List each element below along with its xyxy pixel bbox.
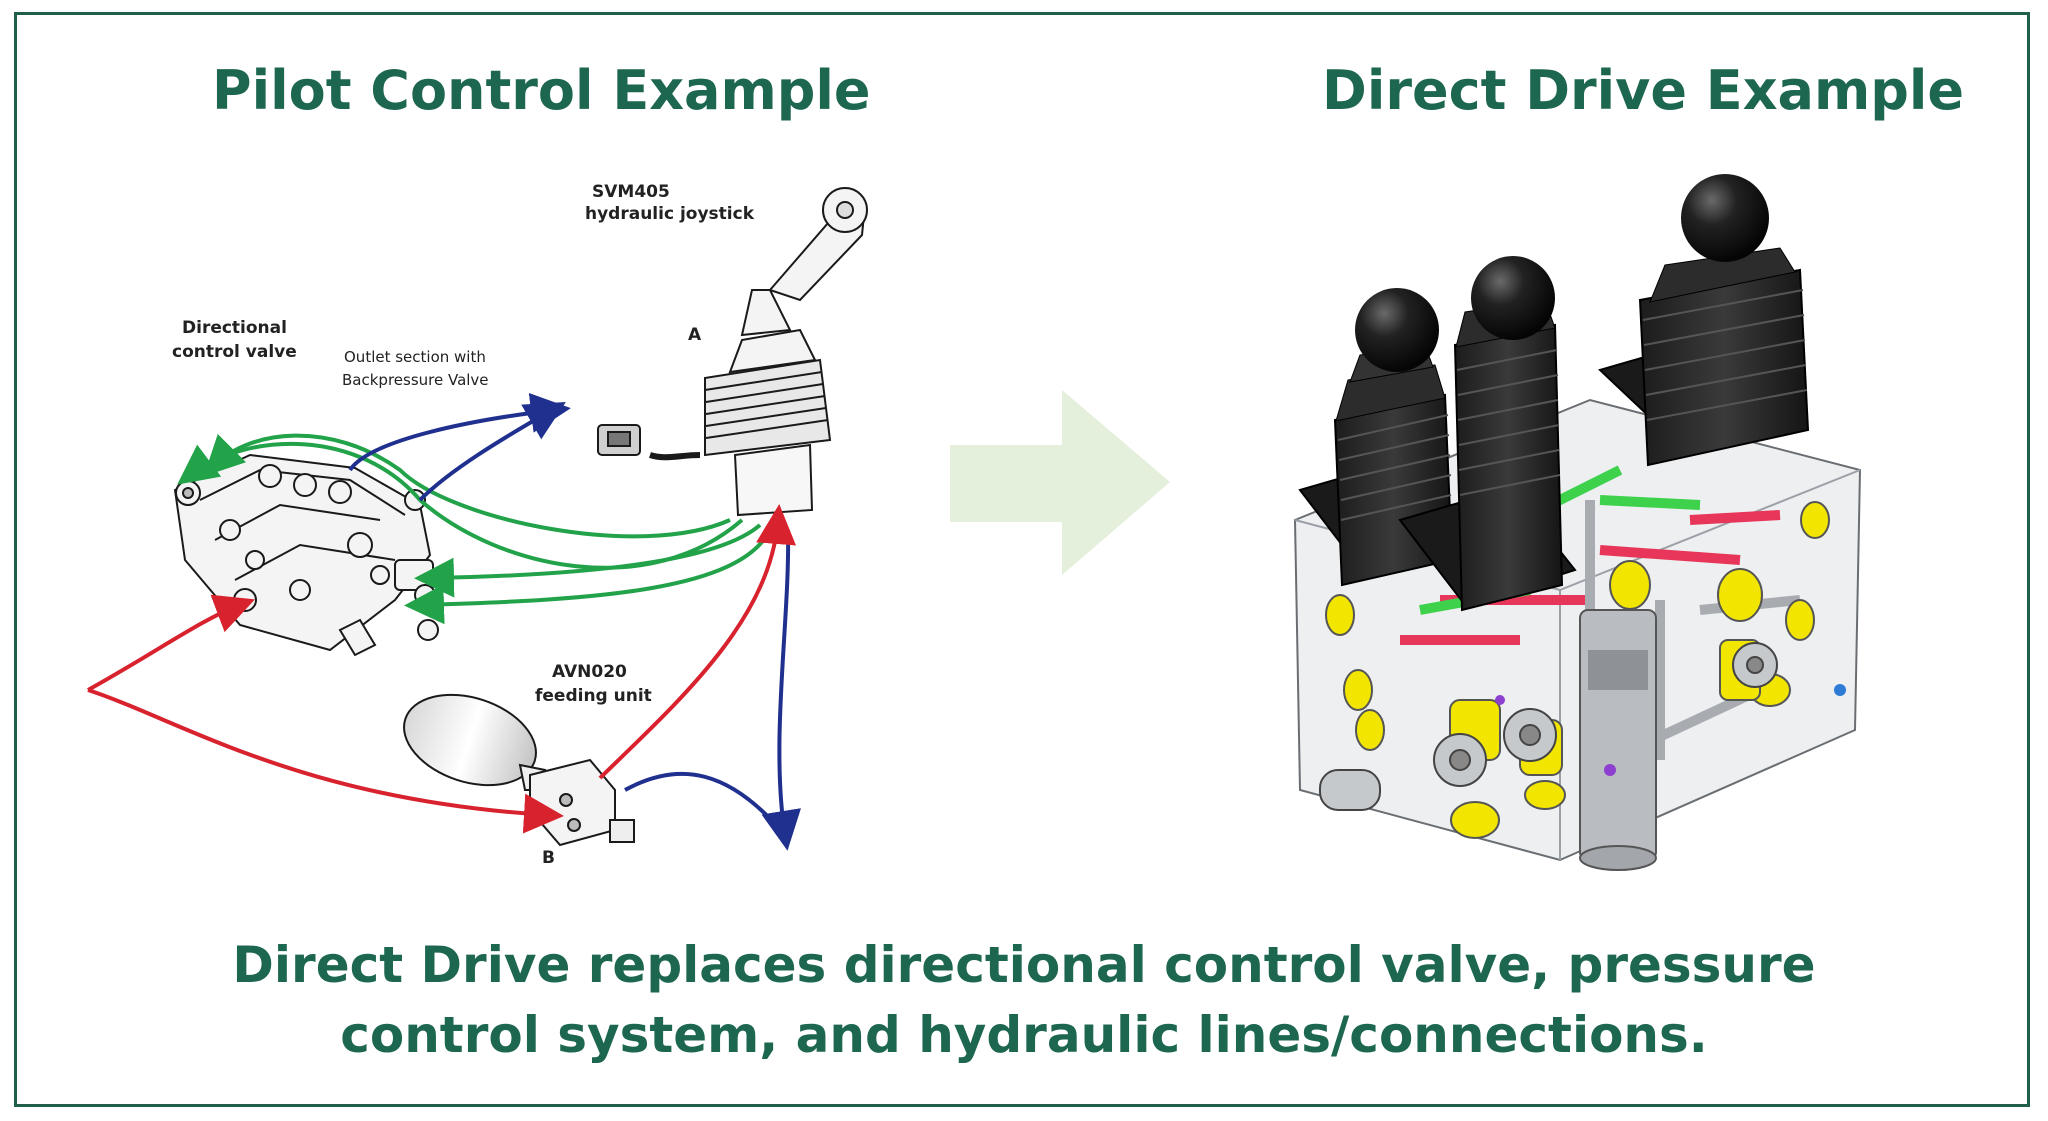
port-a-label: A bbox=[688, 325, 702, 345]
port-b-label: B bbox=[542, 848, 555, 868]
caption-line2: control system, and hydraulic lines/conn… bbox=[340, 1006, 1708, 1064]
svm405-joystick-drawing bbox=[597, 187, 868, 517]
joystick-model-label: SVM405 bbox=[592, 182, 670, 202]
green-pilot-lines bbox=[177, 433, 772, 625]
red-pressure-lines bbox=[87, 504, 797, 834]
outlet-label-line1: Outlet section with bbox=[344, 348, 486, 366]
transition-arrow bbox=[950, 390, 1170, 575]
direct-drive-heading: Direct Drive Example bbox=[1322, 59, 1965, 122]
summary-caption: Direct Drive replaces directional contro… bbox=[0, 930, 2048, 1070]
valve-label-line1: Directional bbox=[182, 318, 287, 338]
feeding-name-label: feeding unit bbox=[535, 686, 652, 706]
blue-drain-lines bbox=[348, 392, 802, 851]
pilot-control-heading: Pilot Control Example bbox=[212, 59, 871, 122]
caption-line1: Direct Drive replaces directional contro… bbox=[232, 936, 1816, 994]
direct-drive-valve-block bbox=[1293, 174, 1862, 871]
joystick-name-label: hydraulic joystick bbox=[585, 204, 755, 224]
feeding-model-label: AVN020 bbox=[552, 662, 627, 682]
valve-label-line2: control valve bbox=[172, 342, 297, 362]
outlet-label-line2: Backpressure Valve bbox=[342, 371, 489, 389]
directional-control-valve-drawing bbox=[173, 453, 439, 657]
